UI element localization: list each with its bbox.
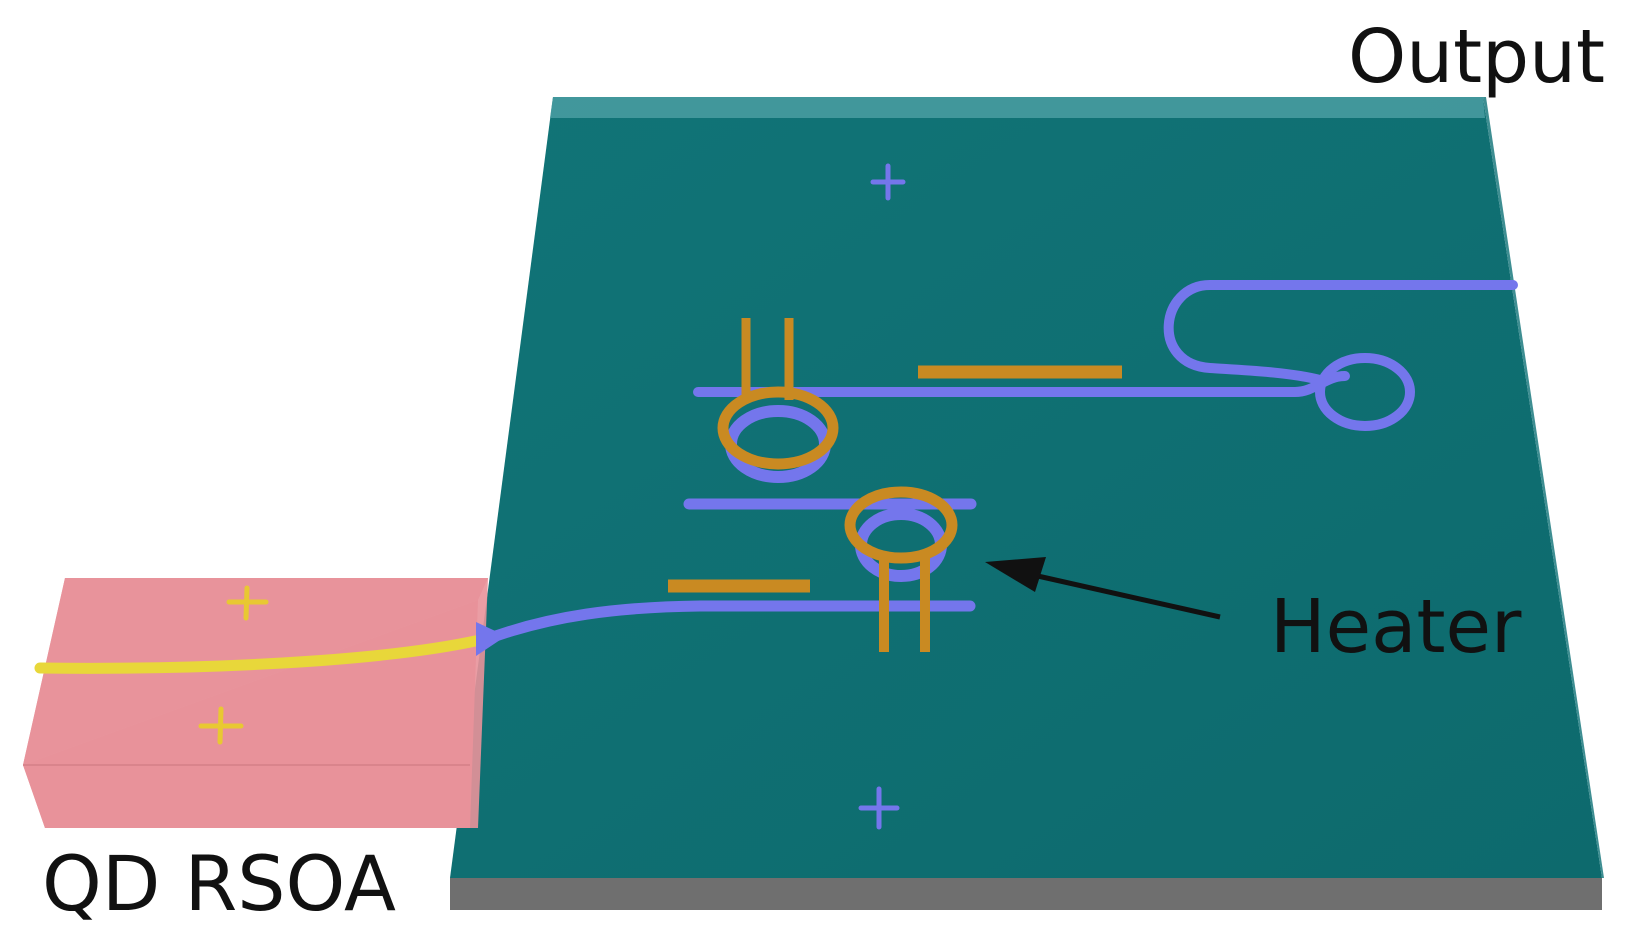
plus-mark-icon [870,163,906,201]
input-bus-waveguide [476,600,976,647]
heaters [668,318,1122,652]
chip-front-side [450,878,1602,910]
heater-label: Heater [1270,584,1522,670]
qd-rsoa-block [23,578,488,828]
plus-mark-icon [226,585,269,621]
loop-mirror-return [1163,280,1518,385]
upper-ring-heater [717,386,839,470]
loop-mirror-ring [1315,353,1415,431]
plus-mark-icon [198,706,244,745]
output-label: Output [1348,14,1605,100]
waveguide-taper [476,622,506,656]
rsoa-waveguide [34,634,486,674]
plus-mark-icon [858,786,900,830]
chip-top-surface [450,97,1602,878]
device-label: QD RSOA [42,839,396,928]
silicon-chip [450,97,1604,910]
lower-ring-heater [844,486,958,564]
chip-back-edge [550,97,1485,118]
chip-right-side [1483,97,1604,878]
rsoa-body [23,578,488,828]
arrow-icon [985,557,1221,620]
